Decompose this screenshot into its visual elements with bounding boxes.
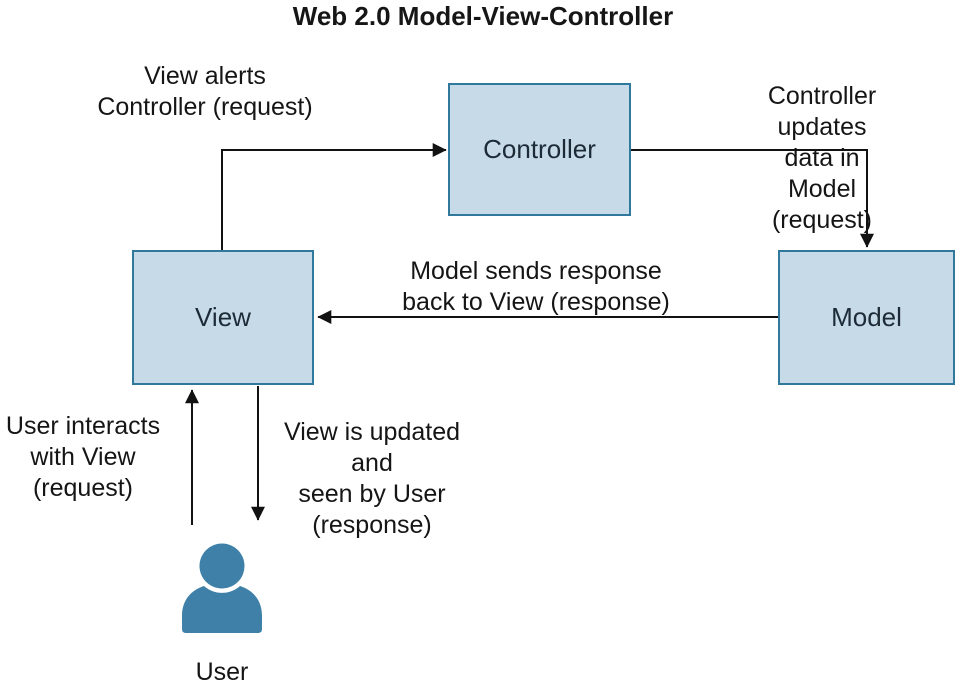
model-box-label: Model <box>831 302 902 332</box>
user-label: User <box>195 658 249 686</box>
edge-label-view-to-user: View is updated and seen by User (respon… <box>283 418 461 539</box>
edge-label-controller-to-model: Controller updates data in Model (reques… <box>767 82 877 234</box>
arrow-view-to-controller <box>221 143 447 250</box>
diagram-title: Web 2.0 Model-View-Controller <box>292 1 674 31</box>
edge-label-view-to-controller: View alerts Controller (request) <box>97 62 313 121</box>
model-box: Model <box>778 250 955 385</box>
edge-label-user-to-view: User interacts with View (request) <box>5 412 161 502</box>
controller-box-label: Controller <box>483 134 596 164</box>
controller-box: Controller <box>448 83 631 216</box>
edge-label-model-to-view: Model sends response back to View (respo… <box>402 257 670 316</box>
user-icon <box>182 543 262 633</box>
view-box: View <box>132 250 314 385</box>
arrow-controller-to-model <box>631 149 874 248</box>
view-box-label: View <box>195 302 251 332</box>
